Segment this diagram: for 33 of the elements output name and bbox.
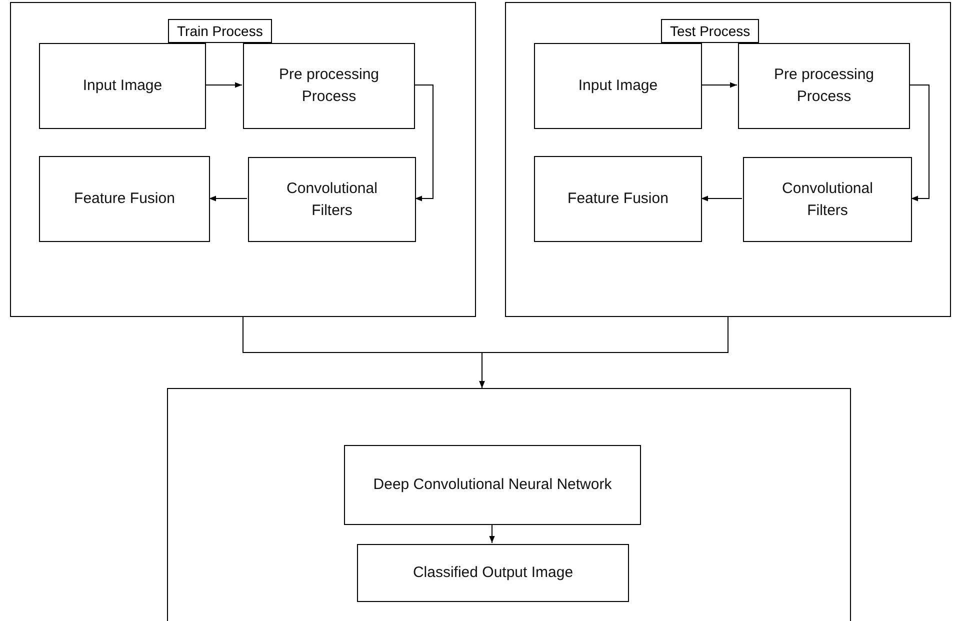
- process-box: [248, 157, 416, 242]
- arrow: [208, 196, 248, 202]
- arrow: [204, 82, 242, 88]
- box-label: Convolutional Filters: [286, 178, 378, 220]
- group-heading: Train Process: [168, 19, 272, 43]
- box-label: Feature Fusion: [73, 189, 176, 210]
- process-group-frame: [167, 388, 851, 621]
- arrow: [414, 84, 434, 202]
- process-box: [534, 43, 702, 129]
- process-box: [743, 157, 912, 242]
- box-label: Pre processing Process: [772, 65, 876, 107]
- box-label: Convolutional Filters: [781, 178, 874, 220]
- box-label: Input Image: [577, 76, 659, 96]
- arrow: [479, 316, 728, 388]
- process-box: [738, 43, 910, 129]
- process-group-frame: [505, 2, 951, 317]
- arrow: [908, 84, 930, 202]
- box-label: Feature Fusion: [566, 189, 670, 210]
- arrow: [700, 196, 742, 202]
- box-label: Pre processing Process: [278, 65, 380, 107]
- arrow: [489, 524, 495, 544]
- group-heading: Test Process: [661, 19, 760, 43]
- process-box: [243, 43, 415, 129]
- arrow: [700, 82, 738, 88]
- box-label: Classified Output Image: [412, 563, 574, 584]
- box-label: Input Image: [82, 76, 164, 96]
- process-box: [39, 43, 206, 129]
- process-box: [39, 156, 210, 242]
- process-box: [534, 156, 702, 242]
- process-box: [344, 445, 641, 525]
- process-box: [357, 544, 629, 602]
- process-group-frame: [10, 2, 476, 317]
- box-label: Deep Convolutional Neural Network: [372, 475, 613, 496]
